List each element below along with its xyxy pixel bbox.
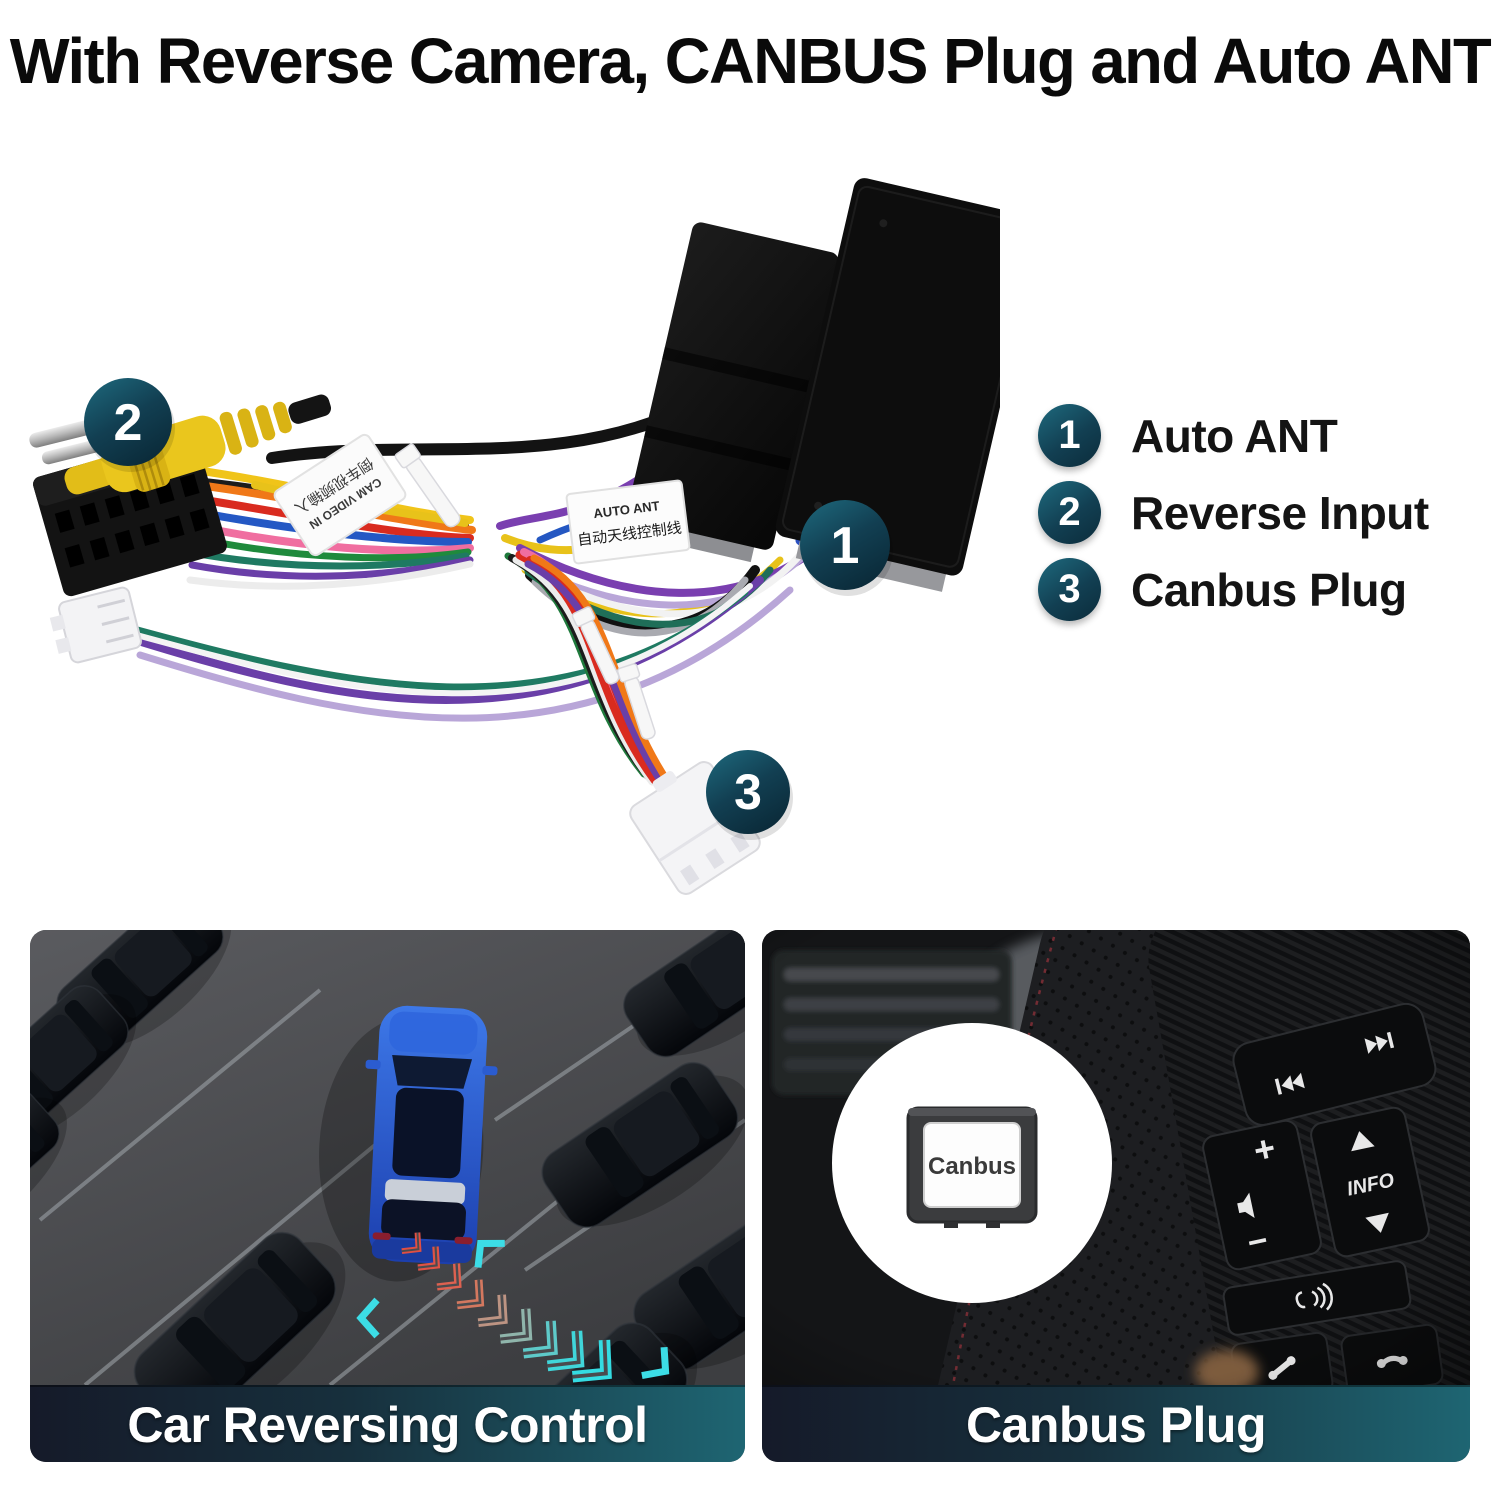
reversing-caption: Car Reversing Control xyxy=(30,1385,745,1462)
harness-photo: CAM VIDEO IN 倒车视频输入 AUTO ANT 自动天线控制线 2 1… xyxy=(0,140,1000,930)
reversing-panel: Car Reversing Control xyxy=(30,930,745,1462)
legend-item-auto-ant: 1 Auto ANT xyxy=(1038,404,1429,467)
canbus-caption: Canbus Plug xyxy=(762,1385,1470,1462)
parking-scene xyxy=(30,930,745,1385)
antenna-plug-tips xyxy=(29,418,101,465)
legend-item-canbus-plug: 3 Canbus Plug xyxy=(1038,558,1429,621)
cable-ties xyxy=(394,443,656,740)
legend-badge-3: 3 xyxy=(1038,558,1101,621)
callout-canbus: 3 xyxy=(706,750,793,840)
legend: 1 Auto ANT 2 Reverse Input 3 Canbus Plug xyxy=(1038,404,1429,635)
legend-item-reverse-input: 2 Reverse Input xyxy=(1038,481,1429,544)
legend-label-auto-ant: Auto ANT xyxy=(1131,409,1338,462)
small-white-connector xyxy=(49,586,142,664)
canbus-panel: + − INFO xyxy=(762,930,1470,1462)
callout-reverse-input: 2 xyxy=(84,378,175,472)
page-title: With Reverse Camera, CANBUS Plug and Aut… xyxy=(9,25,1492,97)
legend-badge-1: 1 xyxy=(1038,404,1101,467)
quadlock-wires xyxy=(126,394,836,722)
auto-ant-tag: AUTO ANT 自动天线控制线 xyxy=(565,479,691,565)
legend-label-canbus-plug: Canbus Plug xyxy=(1131,563,1407,616)
quadlock-connector xyxy=(627,178,1000,592)
blue-car xyxy=(319,1005,498,1282)
legend-label-reverse-input: Reverse Input xyxy=(1131,486,1429,539)
callout-auto-ant-number: 1 xyxy=(831,517,860,575)
harness-illustration: CAM VIDEO IN 倒车视频输入 AUTO ANT 自动天线控制线 2 1… xyxy=(29,178,1000,895)
callout-canbus-number: 3 xyxy=(734,764,762,820)
callout-auto-ant: 1 xyxy=(800,500,893,596)
callout-reverse-input-number: 2 xyxy=(114,394,143,452)
guide-brackets xyxy=(356,1239,670,1380)
legend-badge-2: 2 xyxy=(1038,481,1101,544)
steering-wheel-scene: + − INFO xyxy=(762,930,1470,1385)
chevron-trail xyxy=(401,1232,612,1383)
